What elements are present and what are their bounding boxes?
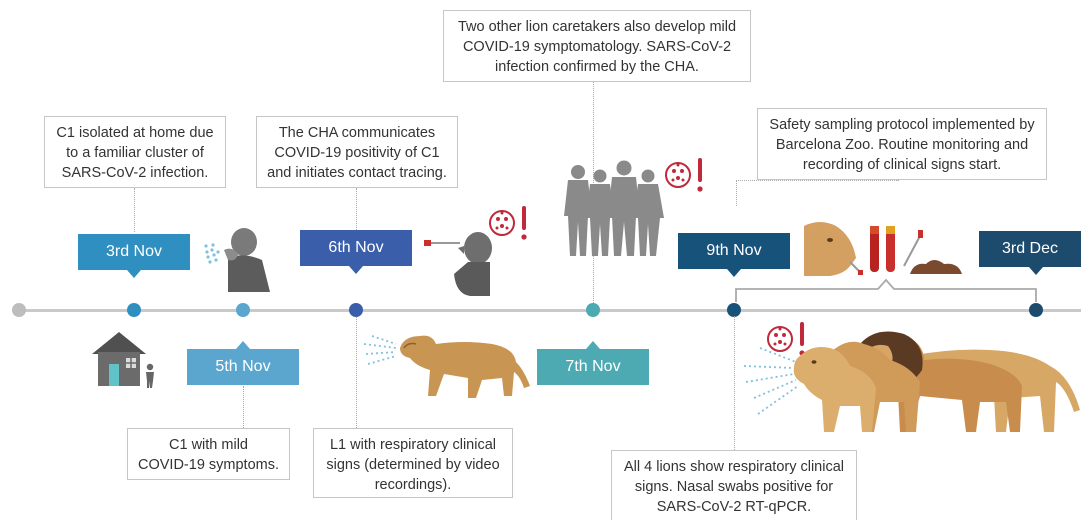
timeline-start-dot — [12, 303, 26, 317]
note-7nov: Two other lion caretakers also develop m… — [443, 10, 751, 82]
date-pointer-5nov — [236, 341, 250, 349]
coughing-person-icon — [204, 228, 270, 292]
date-label-9nov: 9th Nov — [678, 233, 790, 269]
connector-5nov — [243, 386, 244, 428]
date-pointer-3nov — [127, 270, 141, 278]
timeline-dot-5nov — [236, 303, 250, 317]
date-label-6nov: 6th Nov — [300, 230, 412, 266]
date-label-7nov: 7th Nov — [537, 349, 649, 385]
date-label-5nov: 5th Nov — [187, 349, 299, 385]
connector-6nov-top — [356, 188, 357, 230]
timeline-dot-9nov — [727, 303, 741, 317]
date-label-3dec: 3rd Dec — [979, 231, 1081, 267]
sneezing-lioness-icon — [363, 335, 530, 398]
timeline-dot-6nov — [349, 303, 363, 317]
timeline-dot-3nov — [127, 303, 141, 317]
date-pointer-7nov — [586, 341, 600, 349]
virus-alert-icon-9nov — [767, 322, 805, 356]
note-9nov: All 4 lions show respiratory clinical si… — [611, 450, 857, 520]
note-6nov-l1: L1 with respiratory clinical signs (dete… — [313, 428, 513, 498]
date-pointer-3dec — [1029, 267, 1043, 275]
date-label-3nov: 3rd Nov — [78, 234, 190, 270]
virus-alert-icon-7nov — [665, 158, 703, 192]
connector-6nov-bottom — [356, 317, 357, 428]
lion-pride-icon — [743, 331, 1080, 432]
virus-alert-icon-6nov — [489, 206, 527, 240]
nasal-swab-person-icon — [424, 232, 492, 296]
note-6nov-cha: The CHA communicates COVID-19 positivity… — [256, 116, 458, 188]
connector-9nov-bottom — [734, 316, 735, 450]
date-pointer-6nov — [349, 266, 363, 274]
timeline-axis — [18, 309, 1081, 312]
note-3dec: Safety sampling protocol implemented by … — [757, 108, 1047, 180]
caretakers-group-icon — [564, 160, 664, 256]
date-pointer-9nov — [727, 269, 741, 277]
house-person-icon — [92, 332, 154, 388]
timeline-dot-7nov — [586, 303, 600, 317]
connector-3nov — [134, 188, 135, 232]
note-3nov: C1 isolated at home due to a familiar cl… — [44, 116, 226, 188]
timeline-dot-3dec — [1029, 303, 1043, 317]
note-5nov: C1 with mild COVID-19 symptoms. — [127, 428, 290, 480]
connector-3dec — [736, 180, 899, 206]
sampling-tubes-icon — [804, 222, 962, 276]
